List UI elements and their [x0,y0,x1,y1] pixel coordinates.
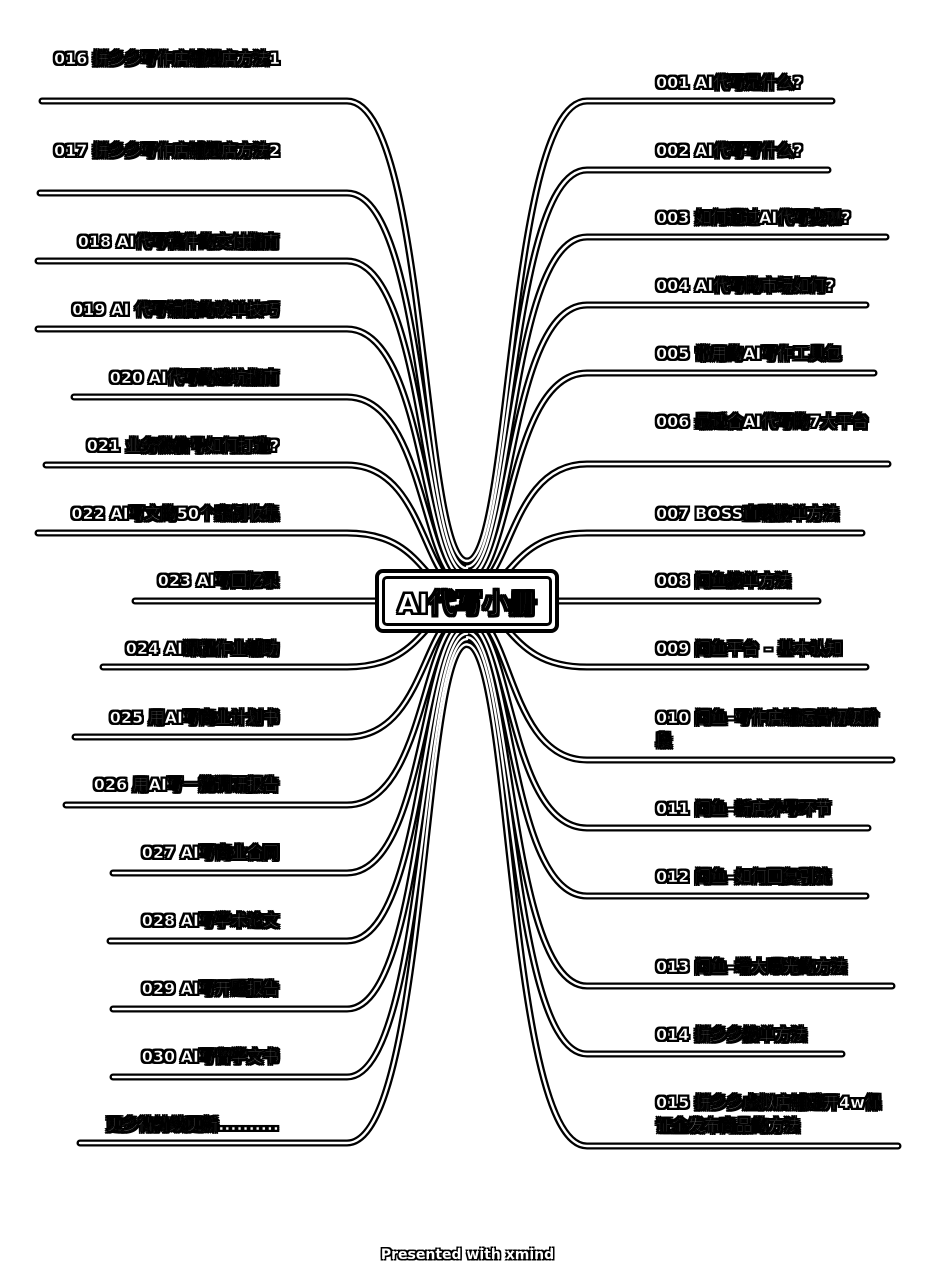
connector-line [465,99,834,563]
topic-013[interactable]: 013 闲鱼–增大曝光的方法 [656,957,847,977]
topic-017[interactable]: 017 拼多多写作店铺起店方法2 [54,141,281,161]
topic-028[interactable]: 028 AI写学术论文 [141,911,279,931]
topic-006[interactable]: 006 最适合AI代写的7大平台 [656,412,869,432]
connector-line [40,99,469,563]
topic-004[interactable]: 004 AI代写的市场如何? [656,276,835,296]
central-topic[interactable]: AI代写小册 [375,569,559,633]
connector-line [465,623,868,898]
topic-016[interactable]: 016 拼多多写作店铺起店方法1 [54,49,281,69]
connector-line [465,168,830,568]
connector-line [109,619,471,877]
connector-line [465,235,888,574]
connector-line [465,636,844,1056]
central-topic-label: AI代写小册 [397,588,537,620]
connector-line [111,632,469,1011]
topic-012[interactable]: 012 闲鱼–如何回复引流 [656,867,831,887]
topic-011[interactable]: 011 闲鱼–新店养号环节 [656,799,831,819]
topic-025[interactable]: 025 用AI写商业计划书 [109,708,279,728]
connector-line [465,643,900,1148]
connector-line [36,259,469,575]
connector-line [111,637,469,1079]
topic-024[interactable]: 024 AI课程作业辅助 [125,639,279,659]
topic-019[interactable]: 019 AI 代写销售的谈单技巧 [72,300,279,320]
connector-line [465,303,868,579]
connector-line [78,643,469,1145]
topic-023[interactable]: 023 AI写回忆录 [157,571,279,591]
topic-026[interactable]: 026 用AI写一篇调研报告 [93,775,279,795]
connector-line [38,191,469,570]
topic-more[interactable]: 更多待持续更新.......... [106,1115,279,1135]
topic-010[interactable]: 010 闲鱼–写作店铺运营初级阶段 [656,708,879,751]
topic-009[interactable]: 009 闲鱼平台 – 基本认知 [656,639,843,659]
topic-007[interactable]: 007 BOSS直聘接单方法 [656,504,840,524]
topic-008[interactable]: 008 闲鱼接单方法 [656,571,791,591]
topic-021[interactable]: 021 业务微信号如何打造? [86,436,279,456]
connector-line [465,630,894,988]
topic-030[interactable]: 030 AI写留学文书 [141,1047,279,1067]
topic-018[interactable]: 018 AI代写稿件的交付指南 [77,232,279,252]
topic-005[interactable]: 005 常用的AI写作工具包 [656,344,842,364]
topic-001[interactable]: 001 AI代写是什么? [656,73,803,93]
topic-015[interactable]: 015 拼多多虚拟店铺避开4w保证金发布商品的方法 [656,1093,881,1136]
connector-line [108,627,469,943]
topic-014[interactable]: 014 拼多多接单方法 [656,1025,807,1045]
topic-029[interactable]: 029 AI写开题报告 [141,979,279,999]
topic-002[interactable]: 002 AI代写写什么? [656,141,803,161]
topic-003[interactable]: 003 如何通过AI代写变现? [656,208,851,228]
topic-022[interactable]: 022 AI写文的50个案例收集 [71,504,279,524]
connector-line [36,327,469,581]
topic-020[interactable]: 020 AI代写的避坑指南 [109,368,279,388]
connector-line [111,621,469,875]
topic-027[interactable]: 027 AI写商业合同 [141,843,279,863]
footer-credit: Presented with xmind [380,1247,555,1263]
